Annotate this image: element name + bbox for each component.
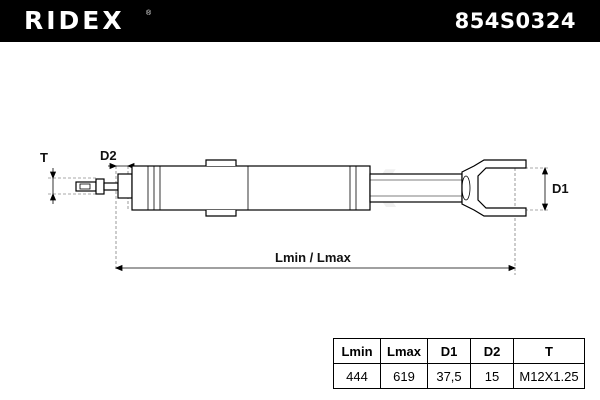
fork-mount <box>461 159 527 217</box>
spec-table-row: 444 619 37,5 15 M12X1.25 <box>333 363 585 389</box>
header-bar: RIDEX ® 854S0324 <box>0 0 600 42</box>
label-d2: D2 <box>100 148 117 163</box>
spec-header-t: T <box>513 338 585 364</box>
spec-value-t: M12X1.25 <box>513 363 585 389</box>
spec-value-lmax: 619 <box>380 363 428 389</box>
spec-table-header-row: Lmin Lmax D1 D2 T <box>333 338 585 364</box>
lower-bracket <box>205 210 237 217</box>
nut <box>95 178 105 195</box>
main-cylinder <box>131 165 371 211</box>
spec-table: Lmin Lmax D1 D2 T 444 619 37,5 15 M12X1.… <box>333 338 585 389</box>
top-collar <box>117 173 133 199</box>
shock-absorber-drawing: RIDEX <box>40 148 569 275</box>
lower-tube <box>369 173 463 203</box>
spec-value-d1: 37,5 <box>427 363 471 389</box>
part-number: 854S0324 <box>454 9 576 33</box>
spec-header-lmin: Lmin <box>333 338 381 364</box>
spec-value-lmin: 444 <box>333 363 381 389</box>
spec-value-d2: 15 <box>470 363 514 389</box>
label-t: T <box>40 150 48 165</box>
threaded-stud <box>75 181 97 192</box>
spec-header-lmax: Lmax <box>380 338 428 364</box>
label-d1: D1 <box>552 181 569 196</box>
dimension-arrows <box>49 162 549 272</box>
ridex-logo: RIDEX <box>24 6 125 35</box>
upper-bracket <box>205 159 237 166</box>
registered-mark: ® <box>146 10 152 17</box>
spec-header-d1: D1 <box>427 338 471 364</box>
label-length: Lmin / Lmax <box>275 250 352 265</box>
spec-header-d2: D2 <box>470 338 514 364</box>
shock-absorber <box>75 159 527 217</box>
upper-rod <box>103 182 119 191</box>
